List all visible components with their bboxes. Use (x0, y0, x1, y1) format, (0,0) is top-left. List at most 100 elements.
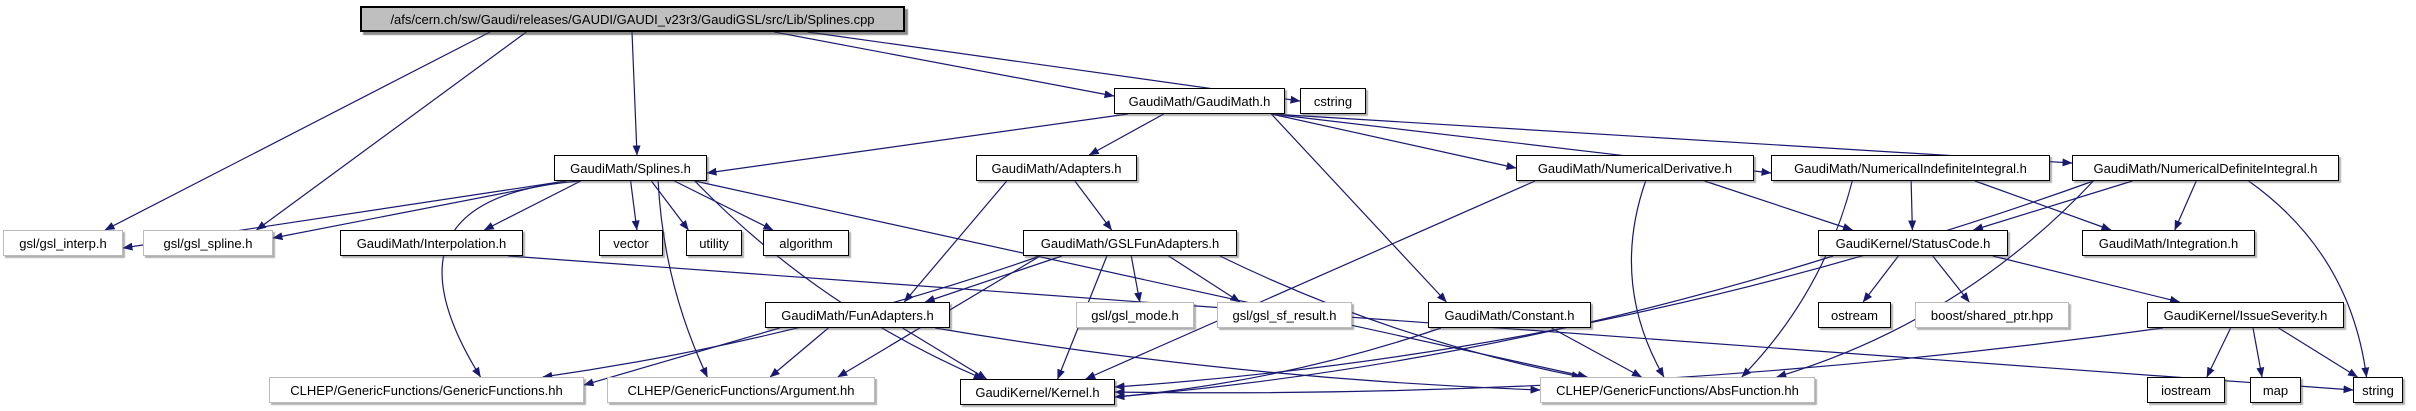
edge-statuscode-to-kernel (1114, 255, 1834, 401)
edge-cpp-to-splines (631, 31, 641, 156)
node-genericfunctions[interactable]: CLHEP/GenericFunctions/GenericFunctions.… (269, 377, 584, 403)
node-numdef[interactable]: GaudiMath/NumericalDefiniteIntegral.h (2072, 155, 2339, 181)
edge-splines-to-utility (650, 180, 689, 231)
node-kernel[interactable]: GaudiKernel/Kernel.h (960, 379, 1115, 405)
node-string[interactable]: string (2353, 377, 2403, 403)
node-absfunction[interactable]: CLHEP/GenericFunctions/AbsFunction.hh (1540, 377, 1815, 403)
node-adapters[interactable]: GaudiMath/Adapters.h (976, 155, 1137, 181)
edge-splines-to-algorithm (674, 180, 774, 231)
node-label: GaudiMath/Interpolation.h (356, 235, 507, 251)
edge-issueseverity-to-iostream (2206, 327, 2232, 378)
node-boost[interactable]: boost/shared_ptr.hpp (1915, 302, 2069, 328)
edge-funadapters-to-argument (769, 327, 829, 378)
node-integration[interactable]: GaudiMath/Integration.h (2082, 230, 2255, 256)
edge-gaudimath-to-numderiv (1271, 113, 1517, 170)
edge-issueseverity-to-string (2278, 327, 2358, 378)
node-label: GaudiKernel/StatusCode.h (1835, 235, 1991, 251)
node-label: /afs/cern.ch/sw/Gaudi/releases/GAUDI/GAU… (390, 11, 875, 27)
node-label: gsl/gsl_mode.h (1091, 307, 1179, 323)
edge-numindef-to-integration (1974, 180, 2112, 231)
edge-statuscode-to-boost (1932, 255, 1970, 303)
edge-cpp-to-gsl_spline (256, 31, 527, 231)
edge-numderiv-to-statuscode (1704, 180, 1853, 231)
node-gsl_spline[interactable]: gsl/gsl_spline.h (143, 230, 273, 256)
edge-cpp-to-gaudimath (774, 31, 1115, 99)
edge-gslfunadapters-to-absfunction (1219, 255, 1582, 380)
edge-gslfunadapters-to-genericfunctions (542, 255, 1041, 380)
edge-funadapters-to-absfunction (935, 327, 1541, 394)
node-splines[interactable]: GaudiMath/Splines.h (554, 155, 707, 181)
node-statuscode[interactable]: GaudiKernel/StatusCode.h (1818, 230, 2008, 256)
edge-splines-to-genericfunctions (441, 180, 580, 378)
edge-issueseverity-to-map (2252, 327, 2265, 378)
node-funadapters[interactable]: GaudiMath/FunAdapters.h (765, 302, 950, 328)
node-map[interactable]: map (2250, 377, 2301, 403)
node-label: GaudiMath/Integration.h (2098, 235, 2239, 251)
node-label: GaudiMath/Splines.h (570, 160, 691, 176)
node-label: gsl/gsl_spline.h (163, 235, 253, 251)
node-gslfunadapters[interactable]: GaudiMath/GSLFunAdapters.h (1023, 230, 1237, 256)
edge-constant-to-absfunction (1551, 327, 1642, 378)
node-label: map (2262, 382, 2289, 398)
edge-numindef-to-absfunction (1741, 180, 1853, 378)
edge-numdef-to-string (2248, 180, 2370, 378)
node-label: gsl/gsl_sf_result.h (1232, 307, 1337, 323)
node-label: string (2362, 382, 2394, 398)
node-label: GaudiMath/Adapters.h (991, 160, 1122, 176)
node-label: CLHEP/GenericFunctions/Argument.hh (627, 382, 855, 398)
edge-constant-to-kernel (1114, 327, 1442, 401)
node-label: CLHEP/GenericFunctions/AbsFunction.hh (1556, 382, 1799, 398)
node-gsl_sf_result[interactable]: gsl/gsl_sf_result.h (1217, 302, 1352, 328)
node-gaudimath[interactable]: GaudiMath/GaudiMath.h (1114, 88, 1285, 114)
node-label: boost/shared_ptr.hpp (1930, 307, 2054, 323)
edge-gslfunadapters-to-gsl_sf_result (1168, 255, 1241, 303)
node-gsl_interp[interactable]: gsl/gsl_interp.h (3, 230, 123, 256)
edge-numdef-to-kernel (1114, 180, 2094, 391)
node-label: vector (613, 235, 649, 251)
node-label: GaudiMath/NumericalDerivative.h (1537, 160, 1733, 176)
node-ostream[interactable]: ostream (1818, 302, 1891, 328)
edge-gaudimath-to-constant (1270, 113, 1447, 303)
node-label: cstring (1313, 93, 1353, 109)
edge-numdef-to-integration (2174, 180, 2197, 231)
node-numderiv[interactable]: GaudiMath/NumericalDerivative.h (1516, 155, 1754, 181)
node-label: algorithm (779, 235, 833, 251)
edge-gaudimath-to-splines (706, 113, 1128, 176)
node-issueseverity[interactable]: GaudiKernel/IssueSeverity.h (2147, 302, 2344, 328)
node-label: GaudiMath/FunAdapters.h (781, 307, 934, 323)
edge-gslfunadapters-to-gsl_mode (1130, 255, 1142, 303)
edge-statuscode-to-ostream (1862, 255, 1899, 303)
node-label: GaudiMath/GaudiMath.h (1128, 93, 1271, 109)
node-utility[interactable]: utility (686, 230, 742, 256)
node-gsl_mode[interactable]: gsl/gsl_mode.h (1076, 302, 1194, 328)
node-label: gsl/gsl_interp.h (19, 235, 107, 251)
edge-numdef-to-statuscode (1973, 180, 2133, 232)
node-interpolation[interactable]: GaudiMath/Interpolation.h (340, 230, 523, 256)
node-label: ostream (1831, 307, 1878, 323)
edge-statuscode-to-issueseverity (1992, 255, 2181, 304)
node-argument[interactable]: CLHEP/GenericFunctions/Argument.hh (607, 377, 875, 403)
node-label: GaudiMath/NumericalDefiniteIntegral.h (2093, 160, 2318, 176)
edge-splines-to-kernel (694, 180, 984, 380)
edge-cpp-to-gsl_interp (104, 31, 491, 231)
node-label: GaudiMath/GSLFunAdapters.h (1040, 235, 1220, 251)
node-label: iostream (2161, 382, 2211, 398)
edge-adapters-to-funadapters (903, 180, 1008, 303)
edge-numderiv-to-kernel (1085, 180, 1536, 380)
node-cpp: /afs/cern.ch/sw/Gaudi/releases/GAUDI/GAU… (360, 6, 905, 32)
edge-numderiv-to-absfunction (1630, 180, 1665, 378)
edge-numindef-to-statuscode (1908, 180, 1917, 231)
edge-splines-to-absfunction (694, 180, 1588, 379)
node-label: utility (699, 235, 729, 251)
node-cstring[interactable]: cstring (1300, 88, 1366, 114)
node-numindef[interactable]: GaudiMath/NumericalIndefiniteIntegral.h (1771, 155, 2050, 181)
node-constant[interactable]: GaudiMath/Constant.h (1428, 302, 1591, 328)
node-algorithm[interactable]: algorithm (763, 230, 849, 256)
node-label: GaudiMath/Constant.h (1444, 307, 1575, 323)
node-vector[interactable]: vector (599, 230, 663, 256)
edge-splines-to-argument (657, 180, 708, 378)
edge-numdef-to-absfunction (1776, 180, 2094, 379)
edge-gaudimath-to-adapters (1088, 113, 1165, 156)
node-iostream[interactable]: iostream (2147, 377, 2225, 403)
